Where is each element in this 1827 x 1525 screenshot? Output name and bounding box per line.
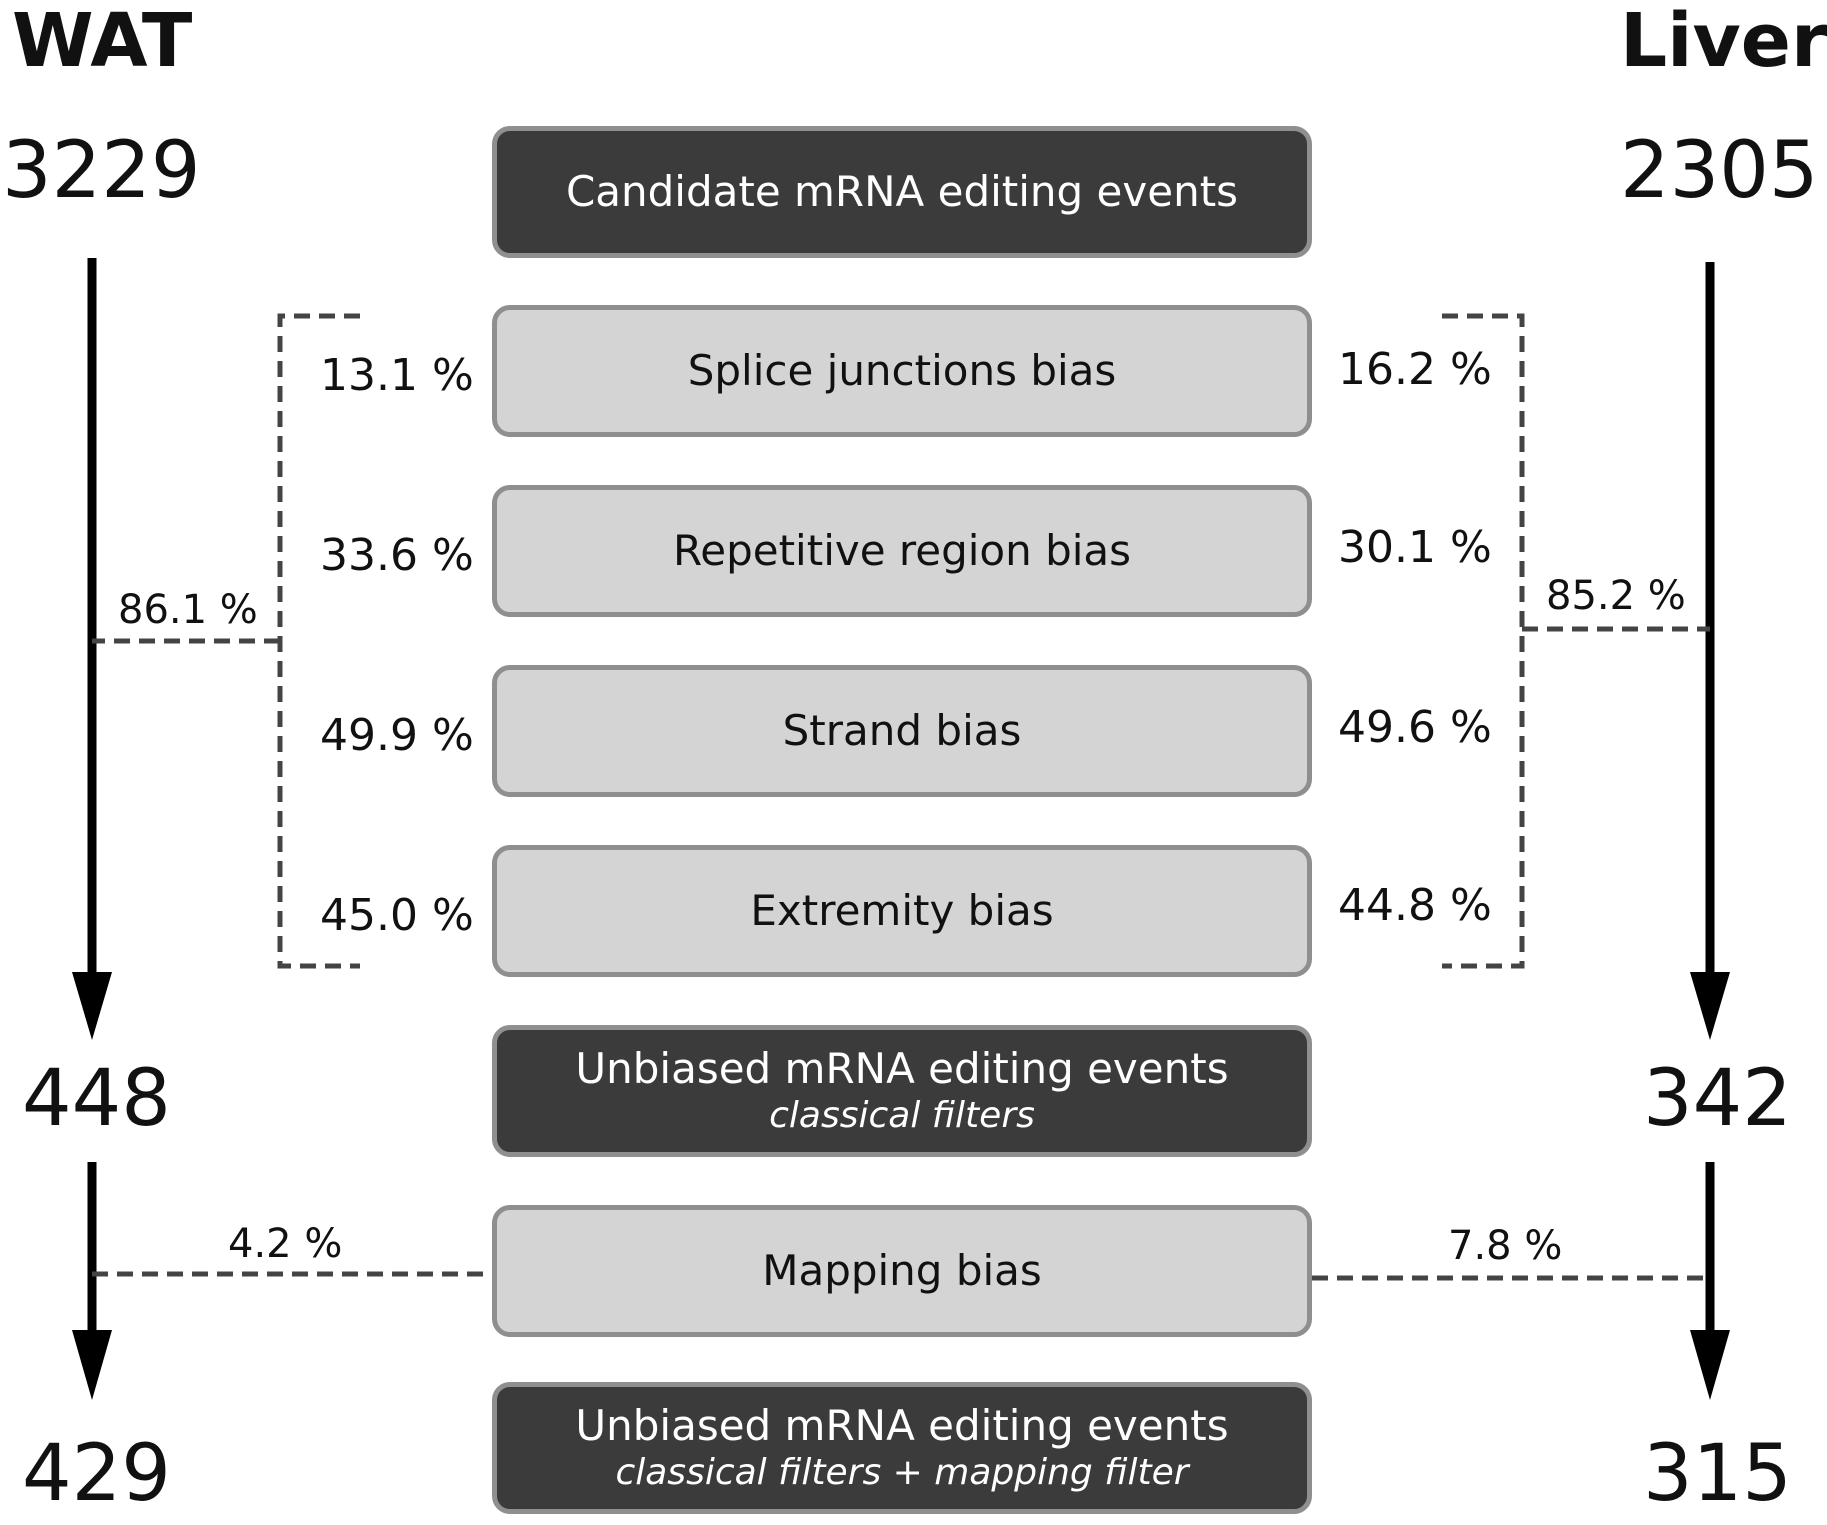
unbiased-classical-title: Unbiased mRNA editing events <box>575 1044 1229 1094</box>
wat-count-end: 429 <box>22 1429 171 1519</box>
unbiased-mapping-box: Unbiased mRNA editing events classical f… <box>492 1382 1312 1514</box>
wat-mapping-pct: 4.2 % <box>228 1221 343 1267</box>
wat-arrow-1-head <box>72 972 112 1040</box>
liver-count-end: 315 <box>1643 1429 1792 1519</box>
liver-count-start: 2305 <box>1620 126 1819 216</box>
liver-filter-bracket <box>1442 313 1525 969</box>
liver-filter-pct: 44.8 % <box>1338 880 1492 931</box>
wat-filter-pct: 13.1 % <box>320 350 474 401</box>
filter-box-repetitive-region: Repetitive region bias <box>492 485 1312 617</box>
liver-total-pct: 85.2 % <box>1546 573 1686 619</box>
candidate-events-box: Candidate mRNA editing events <box>492 126 1312 258</box>
wat-heading: WAT <box>12 0 193 84</box>
liver-mapping-pct: 7.8 % <box>1448 1223 1563 1269</box>
filter-label: Splice junctions bias <box>687 345 1117 395</box>
unbiased-mapping-subtitle: classical filters + mapping filter <box>615 1451 1189 1493</box>
liver-arrow-2-head <box>1690 1330 1730 1400</box>
filter-label: Extremity bias <box>750 885 1054 935</box>
unbiased-mapping-title: Unbiased mRNA editing events <box>575 1401 1229 1451</box>
wat-arrow-2-head <box>72 1330 112 1400</box>
wat-count-start: 3229 <box>2 126 201 216</box>
unbiased-classical-box: Unbiased mRNA editing events classical f… <box>492 1025 1312 1157</box>
liver-filter-pct: 30.1 % <box>1338 522 1492 573</box>
mapping-bias-box: Mapping bias <box>492 1205 1312 1337</box>
liver-filter-pct: 49.6 % <box>1338 702 1492 753</box>
liver-arrow-1-head <box>1690 972 1730 1040</box>
filter-label: Strand bias <box>782 705 1022 755</box>
wat-filter-pct: 45.0 % <box>320 890 474 941</box>
wat-filter-bracket <box>277 313 360 969</box>
mapping-bias-label: Mapping bias <box>762 1245 1042 1295</box>
wat-count-mid: 448 <box>22 1054 171 1144</box>
filter-box-extremity: Extremity bias <box>492 845 1312 977</box>
wat-filter-pct: 33.6 % <box>320 530 474 581</box>
wat-filter-pct: 49.9 % <box>320 710 474 761</box>
unbiased-classical-subtitle: classical filters <box>769 1094 1035 1136</box>
liver-count-mid: 342 <box>1643 1054 1792 1144</box>
wat-total-pct: 86.1 % <box>118 587 258 633</box>
filter-label: Repetitive region bias <box>672 525 1132 575</box>
filter-box-strand: Strand bias <box>492 665 1312 797</box>
candidate-events-label: Candidate mRNA editing events <box>565 166 1239 216</box>
filter-box-splice-junctions: Splice junctions bias <box>492 305 1312 437</box>
liver-heading: Liver <box>1620 0 1827 84</box>
liver-filter-pct: 16.2 % <box>1338 344 1492 395</box>
